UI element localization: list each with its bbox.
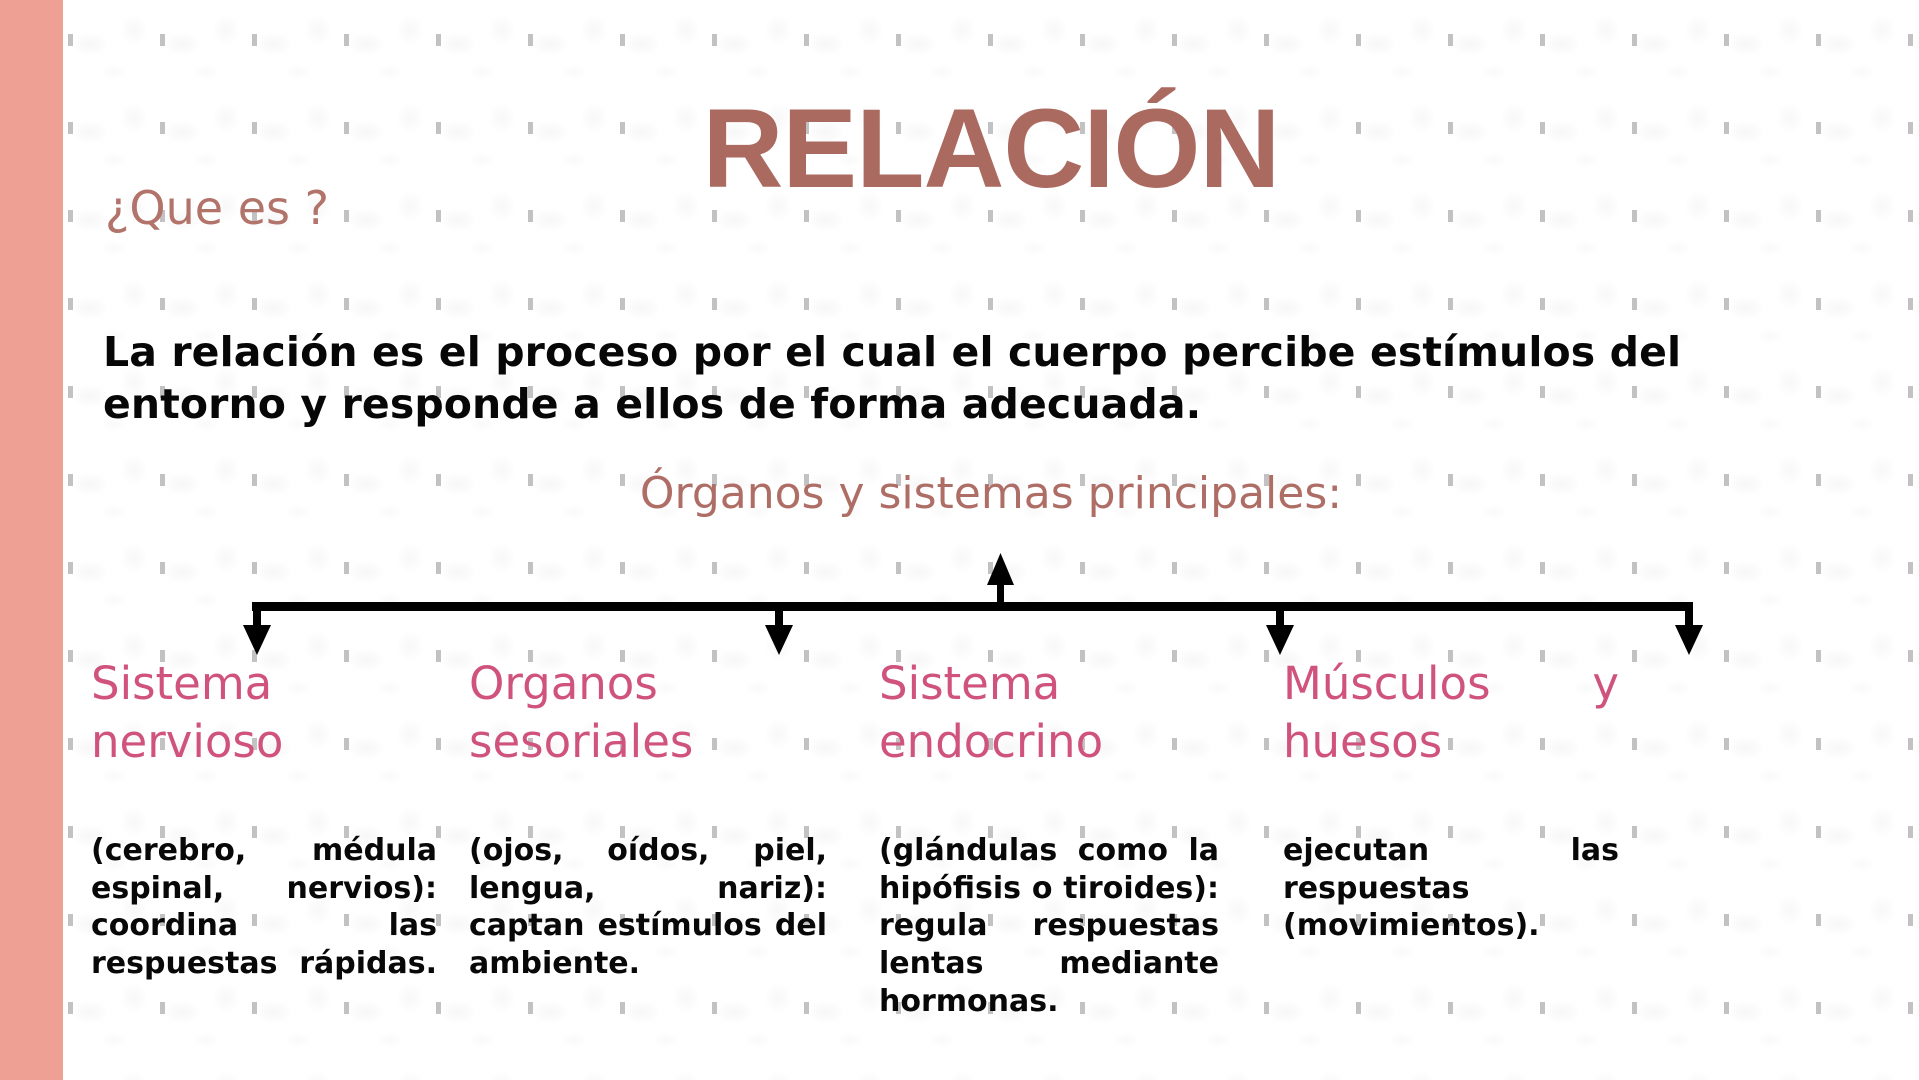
section-label-what-is: ¿Que es ? (105, 181, 330, 235)
organ-column-title: Organos sesoriales (469, 657, 694, 768)
organ-column-description: (cerebro, médula espinal, nervios): coor… (91, 832, 437, 982)
connector-diagram-svg (243, 553, 1703, 655)
organ-column-title: Músculos y huesos (1283, 657, 1619, 768)
page-title: RELACIÓN (702, 86, 1281, 212)
slide-content: RELACIÓN ¿Que es ? La relación es el pro… (63, 0, 1919, 1080)
organ-column-description: (glándulas como la hipófisis o tiroides)… (879, 832, 1219, 1019)
organ-column-title: Sistema nervioso (91, 657, 284, 768)
connector-horizontal-bar (252, 602, 1693, 611)
arrow-down-4-icon (1675, 605, 1703, 655)
arrow-up-icon (987, 553, 1014, 609)
organ-column-sistema-nervioso: Sistema nervioso (cerebro, médula espina… (63, 655, 451, 1021)
arrow-down-1-icon (243, 605, 271, 655)
organ-column-musculos-y-huesos: Músculos y huesos ejecutan las respuesta… (1233, 655, 1633, 983)
arrow-down-3-icon (1266, 605, 1294, 655)
arrow-down-2-icon (765, 605, 793, 655)
organ-column-organos-sesoriales: Organos sesoriales (ojos, oídos, piel, l… (451, 655, 841, 1021)
organs-columns: Sistema nervioso (cerebro, médula espina… (63, 655, 1919, 1075)
intro-paragraph: La relación es el proceso por el cual el… (103, 328, 1682, 429)
organ-column-description: (ojos, oídos, piel, lengua, nariz): capt… (469, 832, 827, 982)
organ-column-sistema-endocrino: Sistema endocrino (glándulas como la hip… (841, 655, 1233, 1059)
organs-section-heading: Órganos y sistemas principales: (639, 468, 1343, 519)
left-accent-bar (0, 0, 63, 1080)
organ-column-description: ejecutan las respuestas (movimientos). (1283, 832, 1619, 944)
connector-diagram (63, 545, 1919, 655)
organ-column-title: Sistema endocrino (879, 657, 1104, 768)
